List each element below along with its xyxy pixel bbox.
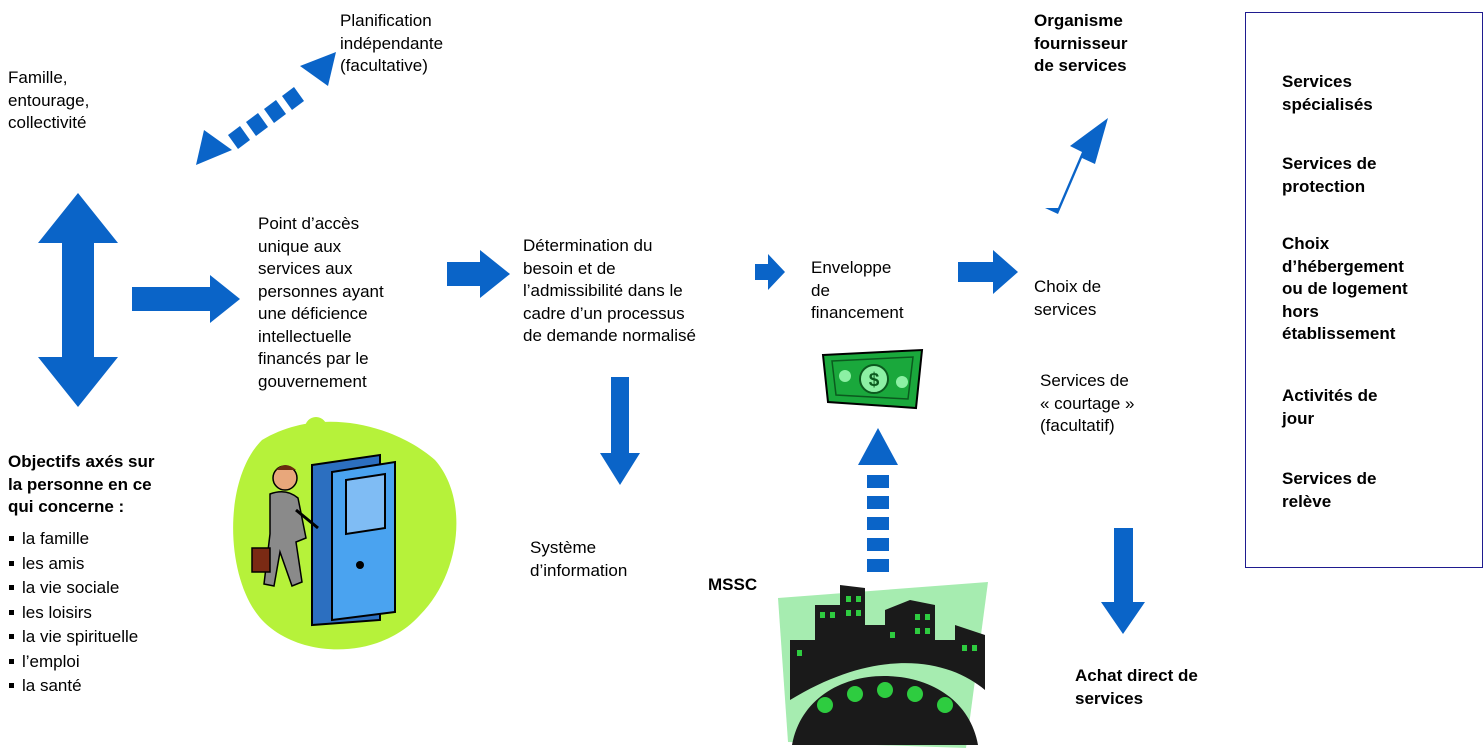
family-label: Famille, entourage, collectivité	[8, 68, 90, 132]
svg-text:$: $	[869, 370, 880, 391]
arrow-to-access-point	[132, 275, 240, 323]
dollar-bill-icon: $	[821, 348, 924, 410]
envelope-label: Enveloppe de financement	[811, 258, 904, 322]
arrow-to-envelope	[755, 254, 785, 290]
planning-label: Planification indépendante (facultative)	[340, 11, 444, 75]
service-item: Services spécialisés	[1282, 72, 1373, 114]
arrow-to-determination	[447, 250, 510, 298]
city-buildings-clipart	[778, 582, 988, 748]
arrow-to-provider	[1045, 118, 1108, 214]
direct-purchase-label: Achat direct de services	[1075, 666, 1198, 708]
arrow-to-direct-purchase	[1101, 528, 1145, 634]
goals-title: Objectifs axés sur la personne en ce qui…	[8, 452, 155, 516]
arrow-to-choice	[958, 250, 1018, 294]
provider-label: Organisme fournisseur de services	[1034, 11, 1128, 75]
family-goals-double-arrow	[38, 193, 118, 407]
planning-dashed-double-arrow	[196, 52, 336, 165]
service-item: Choix d’hébergement ou de logement hors …	[1282, 234, 1408, 343]
choice-label: Choix de services	[1034, 277, 1102, 319]
brokerage-label: Services de « courtage » (facultatif)	[1040, 371, 1135, 435]
determination-label: Détermination du besoin et de l’admissib…	[523, 236, 696, 345]
goal-item: la famille	[8, 527, 138, 552]
arrow-to-info-system	[600, 377, 640, 485]
goal-item: l’emploi	[8, 650, 138, 675]
goal-item: la santé	[8, 674, 138, 699]
service-item: Services de relève	[1282, 469, 1377, 511]
goal-item: la vie sociale	[8, 576, 138, 601]
goal-item: la vie spirituelle	[8, 625, 138, 650]
goal-item: les amis	[8, 552, 138, 577]
access-point-label: Point d’accès unique aux services aux pe…	[258, 214, 384, 391]
services-box: Services spécialisés Services de protect…	[1245, 12, 1483, 568]
mssc-label: MSSC	[708, 575, 758, 594]
mssc-funding-dashed-arrow	[858, 428, 898, 572]
service-item: Services de protection	[1282, 154, 1377, 196]
goals-list: la famille les amis la vie sociale les l…	[8, 527, 138, 699]
goal-item: les loisirs	[8, 601, 138, 626]
door-person-clipart	[233, 417, 457, 650]
info-system-label: Système d’information	[530, 538, 628, 580]
service-item: Activités de jour	[1282, 386, 1378, 428]
